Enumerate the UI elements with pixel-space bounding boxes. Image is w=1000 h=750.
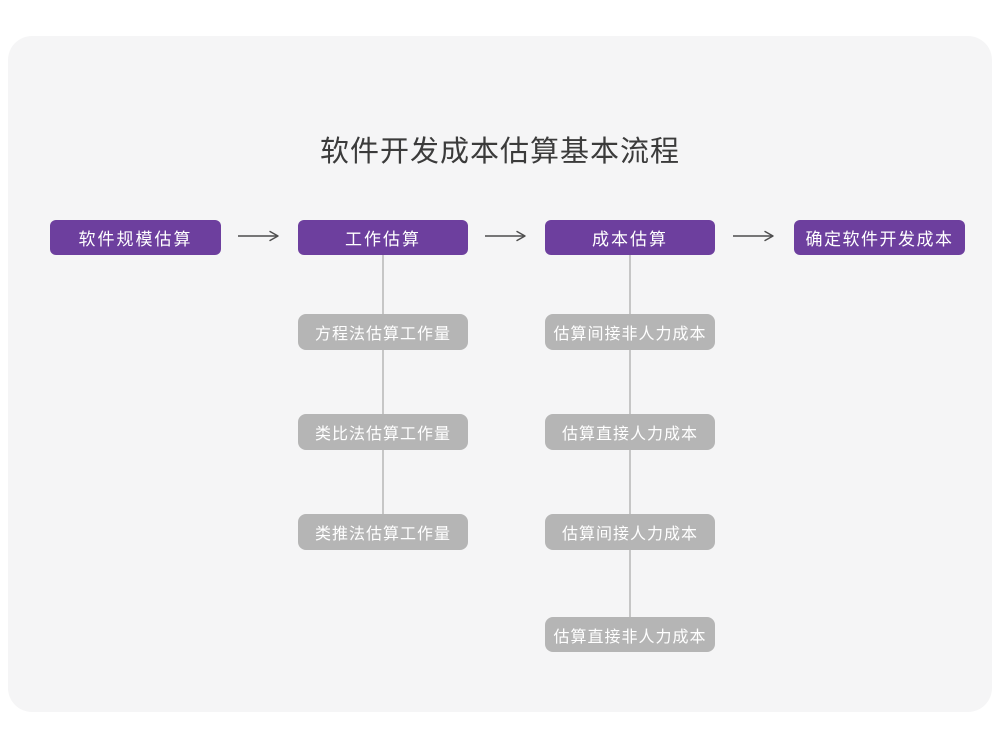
- sub-node-equation-method: 方程法估算工作量: [298, 314, 468, 350]
- stage-node-cost-estimation: 成本估算: [545, 220, 715, 255]
- stage-label: 软件规模估算: [78, 230, 193, 249]
- sub-node-analogy-method: 类比法估算工作量: [298, 414, 468, 450]
- sub-node-extrapolation-method: 类推法估算工作量: [298, 514, 468, 550]
- sub-node-label: 类比法估算工作量: [314, 426, 451, 443]
- stage-label: 确定软件开发成本: [805, 230, 954, 249]
- sub-node-label: 估算直接人力成本: [561, 426, 698, 443]
- sub-node-label: 估算间接非人力成本: [553, 326, 707, 343]
- sub-node-direct-labor-cost: 估算直接人力成本: [545, 414, 715, 450]
- stage-node-determine-development-cost: 确定软件开发成本: [794, 220, 965, 255]
- flow-arrow-icon: [485, 230, 526, 242]
- stage-label: 成本估算: [592, 230, 668, 249]
- stage-node-software-scale-estimation: 软件规模估算: [50, 220, 221, 255]
- sub-node-label: 类推法估算工作量: [314, 526, 451, 543]
- sub-node-label: 方程法估算工作量: [314, 326, 451, 343]
- connector-line-work: [382, 255, 384, 518]
- flow-arrow-icon: [733, 230, 774, 242]
- sub-node-indirect-labor-cost: 估算间接人力成本: [545, 514, 715, 550]
- sub-node-label: 估算直接非人力成本: [553, 628, 707, 646]
- stage-node-work-estimation: 工作估算: [298, 220, 468, 255]
- sub-node-indirect-nonlabor-cost: 估算间接非人力成本: [545, 314, 715, 350]
- diagram-card: 软件开发成本估算基本流程 软件规模估算 工作估算 成本估算 确定软件开发成本: [8, 36, 992, 712]
- diagram-title: 软件开发成本估算基本流程: [319, 136, 680, 168]
- sub-node-direct-nonlabor-cost: 估算直接非人力成本: [545, 617, 715, 652]
- sub-node-label: 估算间接人力成本: [561, 526, 698, 543]
- flow-arrow-icon: [238, 230, 279, 242]
- stage-label: 工作估算: [345, 230, 421, 249]
